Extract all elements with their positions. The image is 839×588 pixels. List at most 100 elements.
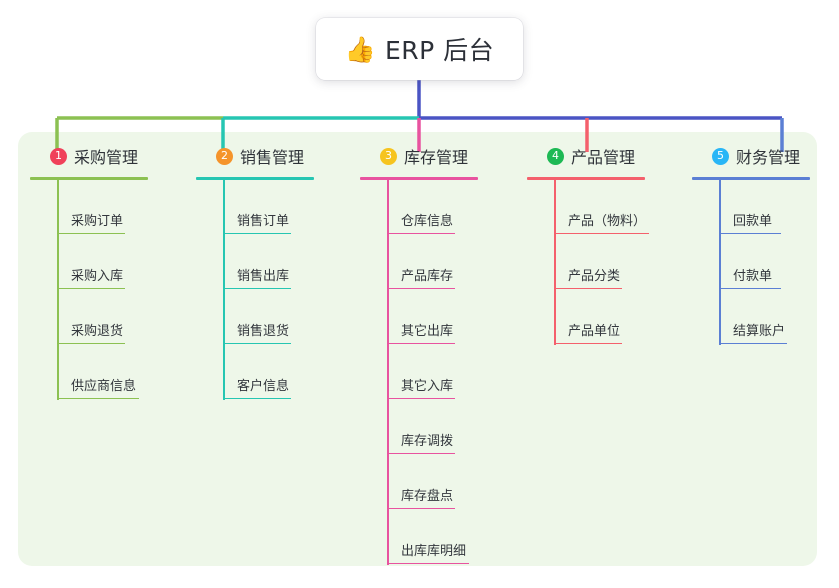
branch-column: 5 财务管理回款单付款单结算账户 [692, 142, 810, 345]
branch-underline [360, 177, 478, 180]
item-label: 付款单 [733, 268, 773, 284]
item-label: 库存调拨 [401, 433, 454, 449]
branch-title: 库存管理 [404, 148, 469, 167]
item-spine [719, 179, 721, 235]
branch-item[interactable]: 库存调拨 [360, 399, 478, 455]
item-spine [387, 509, 389, 565]
item-underline [387, 397, 455, 400]
branch-number-badge: 4 [547, 147, 564, 165]
branch-item[interactable]: 仓库信息 [360, 179, 478, 235]
item-label: 产品库存 [401, 268, 454, 284]
item-spine [387, 399, 389, 455]
item-label: 销售订单 [237, 213, 290, 229]
item-label: 采购订单 [71, 213, 124, 229]
item-underline [719, 342, 787, 345]
diagram-panel [18, 132, 817, 566]
item-underline [554, 342, 622, 345]
branch-item[interactable]: 客户信息 [196, 344, 314, 400]
item-label: 其它入库 [401, 378, 454, 394]
item-spine [57, 289, 59, 345]
item-spine [387, 234, 389, 290]
item-spine [387, 344, 389, 400]
branch-item[interactable]: 采购退货 [30, 289, 148, 345]
branch-item[interactable]: 产品（物料） [527, 179, 649, 235]
branch-item[interactable]: 回款单 [692, 179, 810, 235]
item-spine [57, 179, 59, 235]
item-underline [554, 232, 649, 235]
item-underline [57, 287, 125, 290]
branch-title: 销售管理 [240, 148, 305, 167]
branch-item[interactable]: 库存盘点 [360, 454, 478, 510]
branch-item-list: 采购订单采购入库采购退货供应商信息 [30, 179, 148, 400]
branch-number-badge: 3 [380, 147, 397, 165]
item-spine [223, 289, 225, 345]
branch-number-badge: 2 [216, 147, 233, 165]
branch-item[interactable]: 产品单位 [527, 289, 645, 345]
item-label: 产品分类 [568, 268, 621, 284]
item-label: 产品单位 [568, 323, 621, 339]
branch-item[interactable]: 出库库明细 [360, 509, 478, 565]
branch-column: 1 采购管理采购订单采购入库采购退货供应商信息 [30, 142, 148, 400]
branch-header[interactable]: 3 库存管理 [360, 142, 478, 170]
item-label: 库存盘点 [401, 488, 454, 504]
item-label: 供应商信息 [71, 378, 137, 394]
root-title: ERP 后台 [384, 36, 495, 65]
branch-title: 采购管理 [74, 148, 139, 167]
item-spine [57, 234, 59, 290]
item-underline [387, 232, 455, 235]
branch-header[interactable]: 5 财务管理 [692, 142, 810, 170]
branch-underline [527, 177, 645, 180]
branch-item[interactable]: 销售订单 [196, 179, 314, 235]
item-label: 销售退货 [237, 323, 290, 339]
branch-underline [692, 177, 810, 180]
branch-item-list: 仓库信息产品库存其它出库其它入库库存调拨库存盘点出库库明细 [360, 179, 478, 565]
branch-item[interactable]: 销售出库 [196, 234, 314, 290]
item-label: 客户信息 [237, 378, 290, 394]
branch-item[interactable]: 其它入库 [360, 344, 478, 400]
item-underline [57, 232, 125, 235]
branch-item-list: 销售订单销售出库销售退货客户信息 [196, 179, 314, 400]
branch-number-badge: 1 [50, 147, 67, 165]
branch-underline [196, 177, 314, 180]
item-underline [223, 232, 291, 235]
item-spine [223, 344, 225, 400]
item-label: 结算账户 [733, 323, 786, 339]
item-underline [387, 562, 469, 565]
branch-item[interactable]: 供应商信息 [30, 344, 148, 400]
branch-title: 财务管理 [736, 148, 801, 167]
item-underline [719, 287, 781, 290]
item-spine [554, 289, 556, 345]
branch-item[interactable]: 销售退货 [196, 289, 314, 345]
branch-item[interactable]: 付款单 [692, 234, 810, 290]
item-underline [387, 342, 455, 345]
branch-number-badge: 5 [712, 147, 729, 165]
branch-column: 2 销售管理销售订单销售出库销售退货客户信息 [196, 142, 314, 400]
branch-header[interactable]: 1 采购管理 [30, 142, 148, 170]
item-spine [719, 234, 721, 290]
item-underline [554, 287, 622, 290]
item-label: 销售出库 [237, 268, 290, 284]
root-node[interactable]: 👍 ERP 后台 [316, 18, 523, 80]
branch-item[interactable]: 其它出库 [360, 289, 478, 345]
item-spine [387, 454, 389, 510]
branch-item[interactable]: 产品库存 [360, 234, 478, 290]
item-spine [223, 234, 225, 290]
branch-column: 3 库存管理仓库信息产品库存其它出库其它入库库存调拨库存盘点出库库明细 [360, 142, 478, 565]
branch-item[interactable]: 采购入库 [30, 234, 148, 290]
item-label: 仓库信息 [401, 213, 454, 229]
item-label: 采购入库 [71, 268, 124, 284]
item-label: 其它出库 [401, 323, 454, 339]
item-underline [223, 342, 291, 345]
branch-item-list: 产品（物料） 产品分类产品单位 [527, 179, 649, 345]
branch-item[interactable]: 产品分类 [527, 234, 645, 290]
item-spine [57, 344, 59, 400]
branch-item[interactable]: 采购订单 [30, 179, 148, 235]
item-spine [223, 179, 225, 235]
item-label: 回款单 [733, 213, 773, 229]
branch-header[interactable]: 2 销售管理 [196, 142, 314, 170]
item-label: 采购退货 [71, 323, 124, 339]
branch-item[interactable]: 结算账户 [692, 289, 810, 345]
